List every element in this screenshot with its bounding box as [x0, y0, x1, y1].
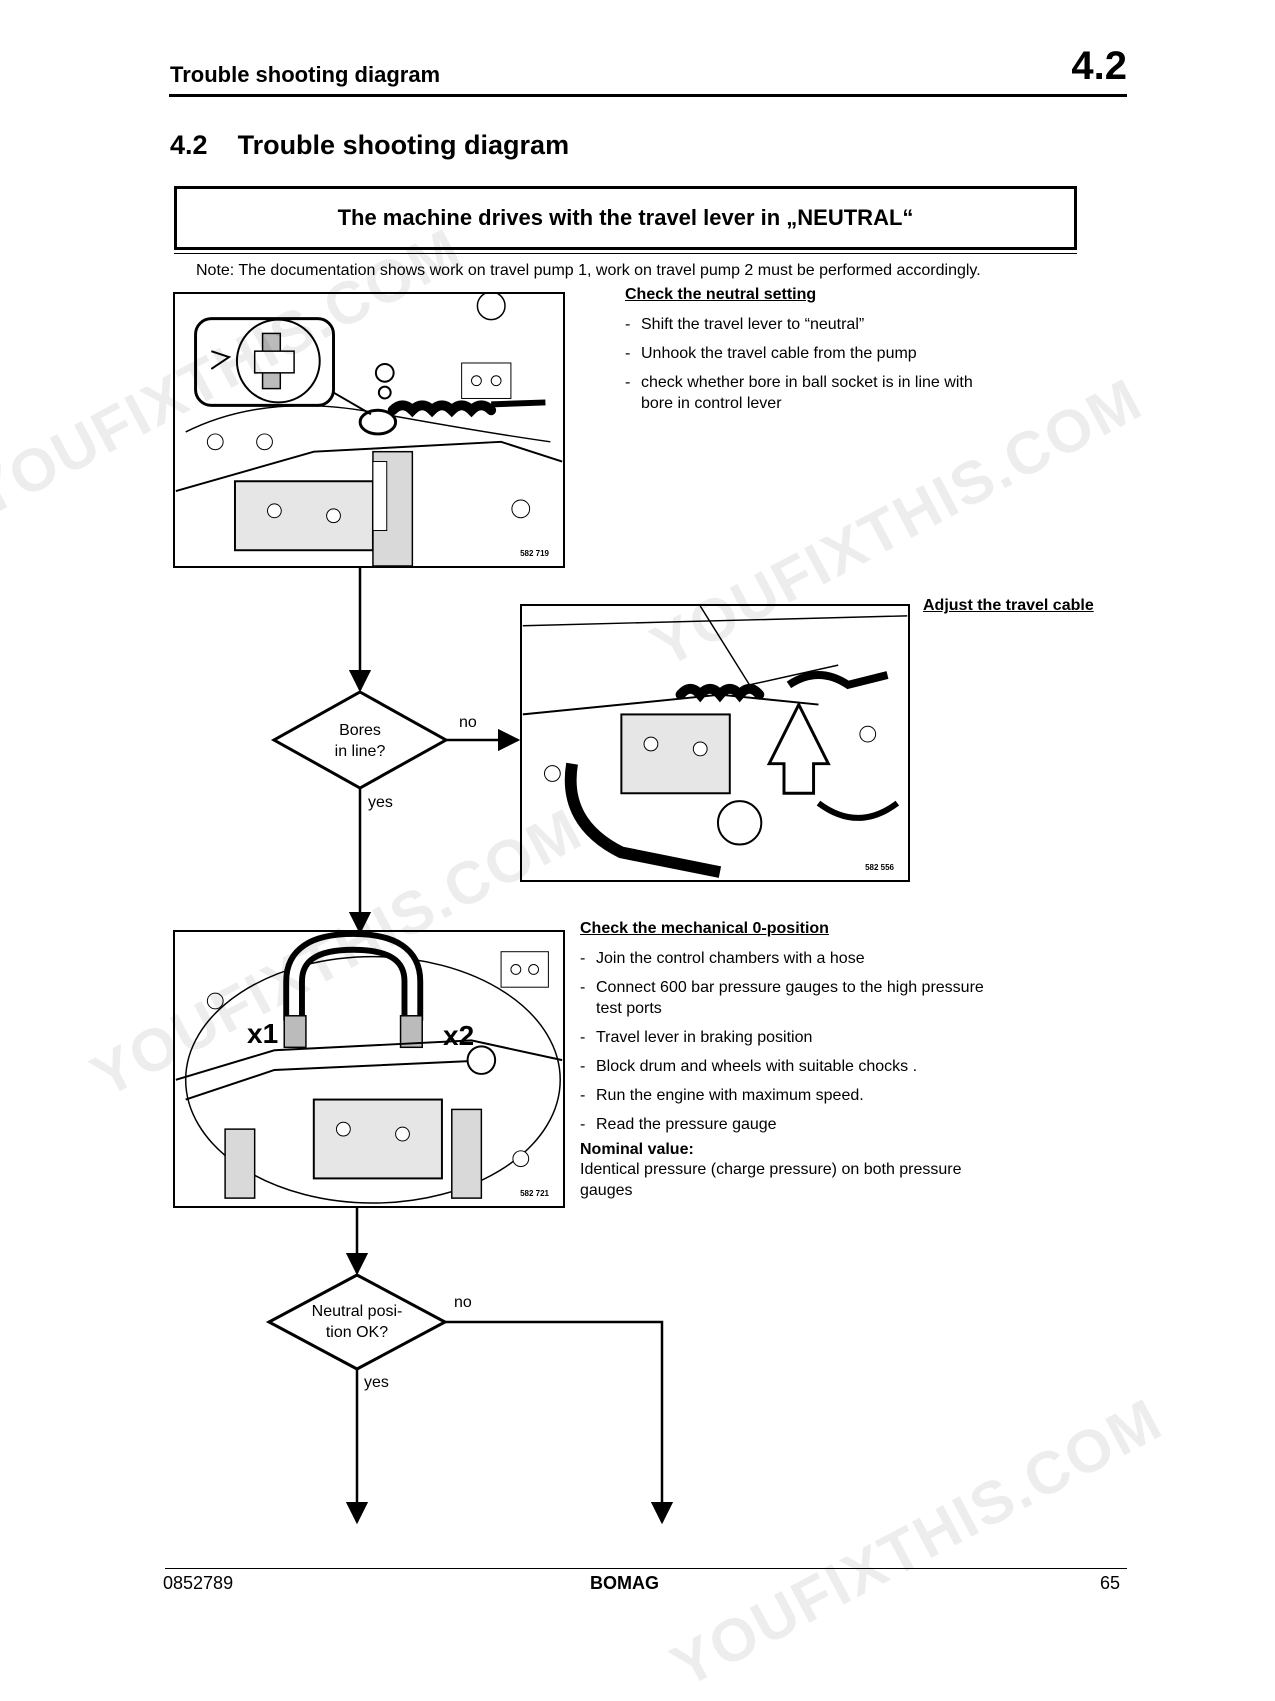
decision2-label: Neutral posi- tion OK? [297, 1301, 417, 1343]
flowchart-connectors [265, 565, 674, 1525]
step1-item: check whether bore in ball socket is in … [625, 372, 995, 414]
problem-box-text: The machine drives with the travel lever… [337, 205, 914, 230]
port-label-x1: x1 [247, 1018, 279, 1049]
step3-item: Connect 600 bar pressure gauges to the h… [580, 977, 1000, 1019]
step1-item: Unhook the travel cable from the pump [625, 343, 995, 364]
running-header-title: Trouble shooting diagram [170, 62, 441, 87]
decision1-no-label: no [459, 714, 477, 731]
step1-list: Shift the travel lever to “neutral” Unho… [625, 314, 995, 414]
decision1-yes-label: yes [368, 794, 393, 811]
step3-item: Join the control chambers with a hose [580, 948, 1000, 969]
step3-item: Block drum and wheels with suitable choc… [580, 1056, 1000, 1077]
travel-cable-adjustment-illustration [522, 606, 908, 880]
step3-heading: Check the mechanical 0-position [580, 920, 829, 937]
running-header-section-number: 4.2 [1071, 44, 1127, 88]
photo-neutral-setting: 582 719 [173, 292, 565, 568]
step3-block: Check the mechanical 0-position Join the… [580, 920, 1000, 1201]
decision2-line1: Neutral posi- [311, 1303, 403, 1320]
connector-decision2-no [445, 1320, 674, 1525]
step1-heading: Check the neutral setting [625, 286, 817, 303]
decision2-no-label: no [454, 1294, 472, 1311]
step3-item: Run the engine with maximum speed. [580, 1085, 1000, 1106]
problem-box: The machine drives with the travel lever… [174, 186, 1077, 250]
step1-block: Check the neutral setting Shift the trav… [625, 286, 995, 422]
travel-cable-illustration [175, 294, 563, 566]
decision1-label: Bores in line? [304, 720, 416, 762]
section-heading: 4.2 Trouble shooting diagram [170, 130, 569, 161]
footer-rule [165, 1568, 1127, 1569]
decision1-line1: Bores [339, 722, 381, 739]
control-chamber-hose-illustration [175, 932, 563, 1206]
section-heading-number: 4.2 [170, 130, 208, 160]
nominal-value-text: Identical pressure (charge pressure) on … [580, 1161, 962, 1199]
header-rule [169, 94, 1127, 97]
footer-page-number: 65 [1100, 1573, 1121, 1593]
step3-item: Travel lever in braking position [580, 1027, 1000, 1048]
photo-mechanical-zero: x1 x2 582 721 [173, 930, 565, 1208]
decision2-yes-label: yes [364, 1374, 389, 1391]
photo-mechanical-zero-code: 582 721 [518, 1189, 551, 1198]
step2-heading: Adjust the travel cable [923, 597, 1094, 614]
step1-item: Shift the travel lever to “neutral” [625, 314, 995, 335]
photo-neutral-setting-code: 582 719 [518, 549, 551, 558]
footer-doc-number: 0852789 [163, 1573, 234, 1593]
photo-travel-cable: 582 556 [520, 604, 910, 882]
footer-brand: BOMAG [590, 1573, 659, 1593]
step3-list: Join the control chambers with a hose Co… [580, 948, 1000, 1135]
photo-travel-cable-code: 582 556 [863, 863, 896, 872]
note-text: Note: The documentation shows work on tr… [196, 262, 981, 279]
port-label-x2: x2 [443, 1020, 475, 1051]
problem-box-underline [174, 253, 1077, 254]
nominal-value-label: Nominal value: [580, 1141, 694, 1158]
decision1-line2: in line? [334, 743, 386, 760]
section-heading-title: Trouble shooting diagram [237, 130, 570, 160]
decision2-line2: tion OK? [325, 1324, 389, 1341]
step3-item: Read the pressure gauge [580, 1114, 1000, 1135]
